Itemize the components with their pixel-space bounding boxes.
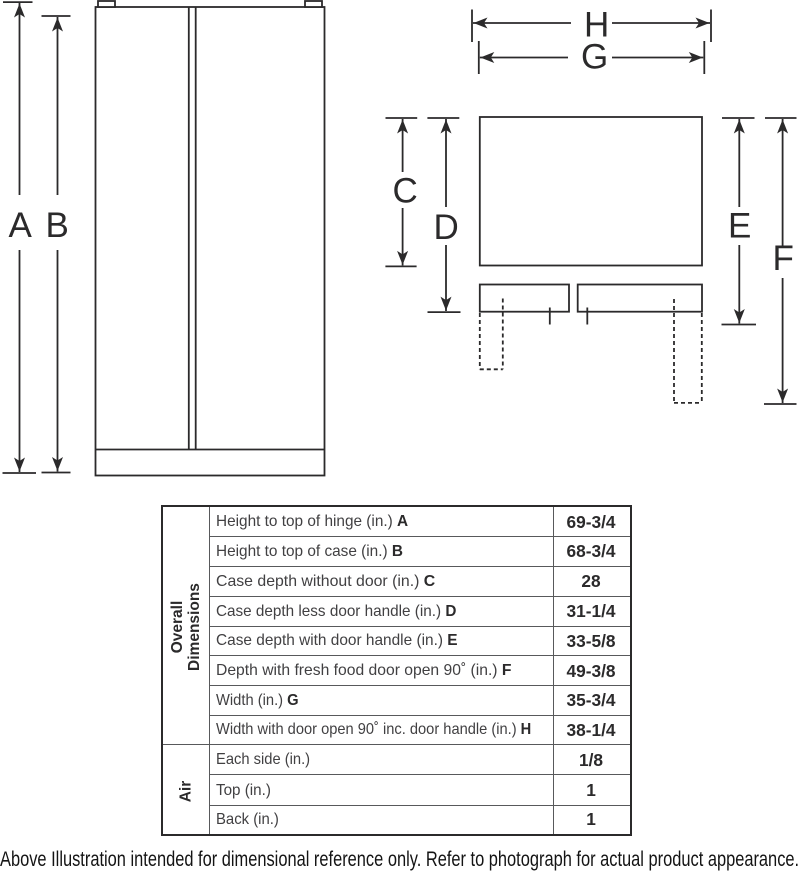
svg-text:A: A [9,206,33,245]
svg-text:H: H [584,6,609,45]
svg-text:D: D [434,208,459,247]
svg-text:E: E [728,207,751,246]
svg-text:C: C [393,172,418,211]
svg-text:B: B [46,206,69,245]
svg-text:G: G [581,38,608,77]
svg-text:F: F [773,239,794,278]
